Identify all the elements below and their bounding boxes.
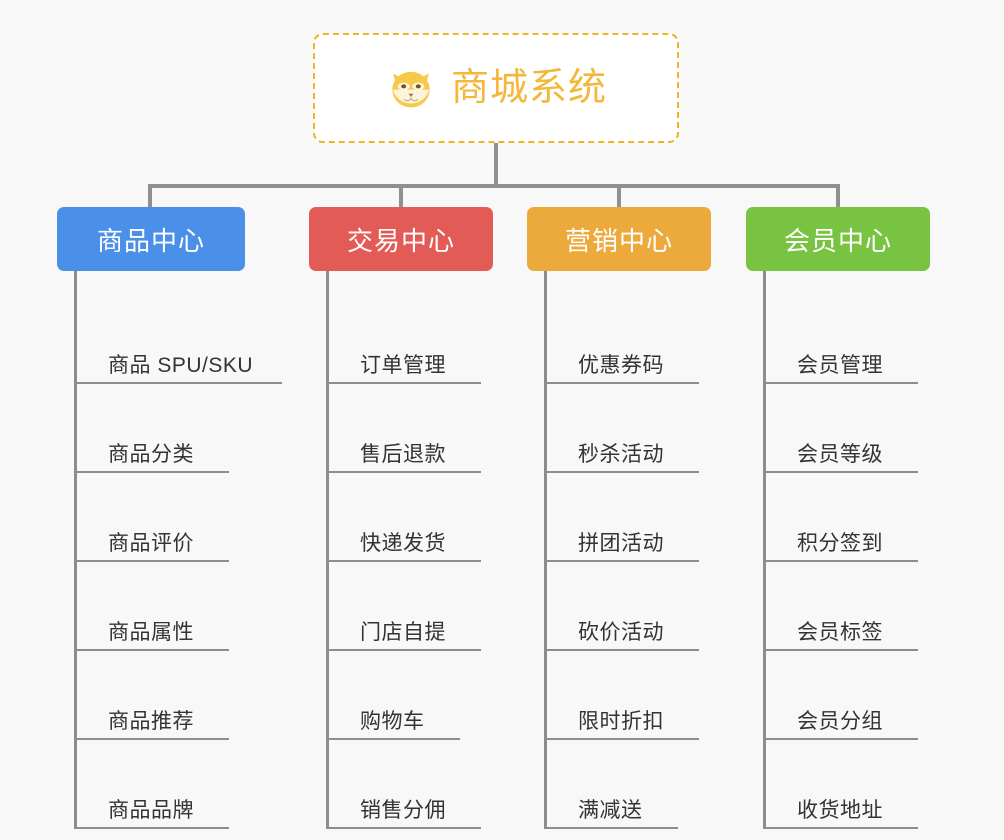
list-item[interactable]: 砍价活动 [547, 562, 711, 651]
list-item[interactable]: 会员标签 [766, 562, 930, 651]
category-box-1[interactable]: 交易中心 [309, 207, 493, 271]
list-item[interactable]: 商品 SPU/SKU [77, 295, 282, 384]
item-list-1: 订单管理 售后退款 快递发货 门店自提 购物车 销售分佣 [326, 271, 493, 829]
list-item[interactable]: 满减送 [547, 740, 711, 829]
item-label: 销售分佣 [360, 798, 446, 822]
item-label: 商品分类 [108, 442, 194, 466]
item-label: 砍价活动 [578, 620, 664, 644]
list-item[interactable]: 会员等级 [766, 384, 930, 473]
item-label: 商品推荐 [108, 709, 194, 733]
item-label: 购物车 [360, 709, 425, 733]
item-label: 快递发货 [360, 531, 446, 555]
category-label-3: 会员中心 [783, 225, 892, 256]
item-label: 商品 SPU/SKU [108, 353, 254, 377]
list-item[interactable]: 订单管理 [329, 295, 493, 384]
item-label: 商品评价 [108, 531, 194, 555]
category-label-0: 商品中心 [96, 225, 205, 256]
item-list-3: 会员管理 会员等级 积分签到 会员标签 会员分组 收货地址 [763, 271, 930, 829]
list-item[interactable]: 会员管理 [766, 295, 930, 384]
item-label: 商品品牌 [108, 798, 194, 822]
item-label: 会员等级 [797, 442, 883, 466]
item-label: 收货地址 [797, 798, 883, 822]
list-item[interactable]: 拼团活动 [547, 473, 711, 562]
column-member-center: 会员中心 会员管理 会员等级 积分签到 会员标签 会员分组 收货地址 [746, 207, 930, 829]
item-label: 会员分组 [797, 709, 883, 733]
item-label: 售后退款 [360, 442, 446, 466]
list-item[interactable]: 商品推荐 [77, 651, 245, 740]
list-item[interactable]: 商品品牌 [77, 740, 245, 829]
connector-drop-column-1 [399, 184, 403, 209]
list-item[interactable]: 销售分佣 [329, 740, 493, 829]
item-label: 订单管理 [360, 353, 446, 377]
category-box-2[interactable]: 营销中心 [527, 207, 711, 271]
shiba-dog-icon [392, 71, 430, 108]
column-product-center: 商品中心 商品 SPU/SKU 商品分类 商品评价 商品属性 商品推荐 商品品牌 [57, 207, 282, 829]
category-label-2: 营销中心 [564, 225, 673, 256]
root-title: 商城系统 [450, 67, 607, 109]
item-label: 优惠券码 [578, 353, 664, 377]
category-box-0[interactable]: 商品中心 [57, 207, 245, 271]
list-item[interactable]: 收货地址 [766, 740, 930, 829]
item-list-0: 商品 SPU/SKU 商品分类 商品评价 商品属性 商品推荐 商品品牌 [74, 271, 282, 829]
connector-drop-column-0 [148, 184, 152, 209]
category-box-3[interactable]: 会员中心 [746, 207, 930, 271]
list-item[interactable]: 积分签到 [766, 473, 930, 562]
connector-drop-column-3 [836, 184, 840, 209]
item-label: 拼团活动 [578, 531, 664, 555]
list-item[interactable]: 商品属性 [77, 562, 245, 651]
item-label: 商品属性 [108, 620, 194, 644]
list-item[interactable]: 秒杀活动 [547, 384, 711, 473]
item-label: 会员管理 [797, 353, 883, 377]
list-item[interactable]: 会员分组 [766, 651, 930, 740]
list-item[interactable]: 限时折扣 [547, 651, 711, 740]
column-marketing-center: 营销中心 优惠券码 秒杀活动 拼团活动 砍价活动 限时折扣 满减送 [527, 207, 711, 829]
list-item[interactable]: 商品评价 [77, 473, 245, 562]
column-trade-center: 交易中心 订单管理 售后退款 快递发货 门店自提 购物车 销售分佣 [309, 207, 493, 829]
item-label: 积分签到 [797, 531, 883, 555]
connector-root-stem [494, 143, 498, 186]
root-node-mall-system[interactable]: 商城系统 [313, 33, 679, 143]
list-item[interactable]: 快递发货 [329, 473, 493, 562]
item-list-2: 优惠券码 秒杀活动 拼团活动 砍价活动 限时折扣 满减送 [544, 271, 711, 829]
item-label: 会员标签 [797, 620, 883, 644]
list-item[interactable]: 商品分类 [77, 384, 245, 473]
category-label-1: 交易中心 [346, 225, 455, 256]
list-item[interactable]: 优惠券码 [547, 295, 711, 384]
list-item[interactable]: 门店自提 [329, 562, 493, 651]
list-item[interactable]: 购物车 [329, 651, 493, 740]
item-label: 秒杀活动 [578, 442, 664, 466]
item-label: 限时折扣 [578, 709, 664, 733]
item-label: 门店自提 [360, 620, 446, 644]
item-label: 满减送 [578, 798, 643, 822]
connector-drop-column-2 [617, 184, 621, 209]
list-item[interactable]: 售后退款 [329, 384, 493, 473]
connector-horizontal-bus [148, 184, 840, 188]
